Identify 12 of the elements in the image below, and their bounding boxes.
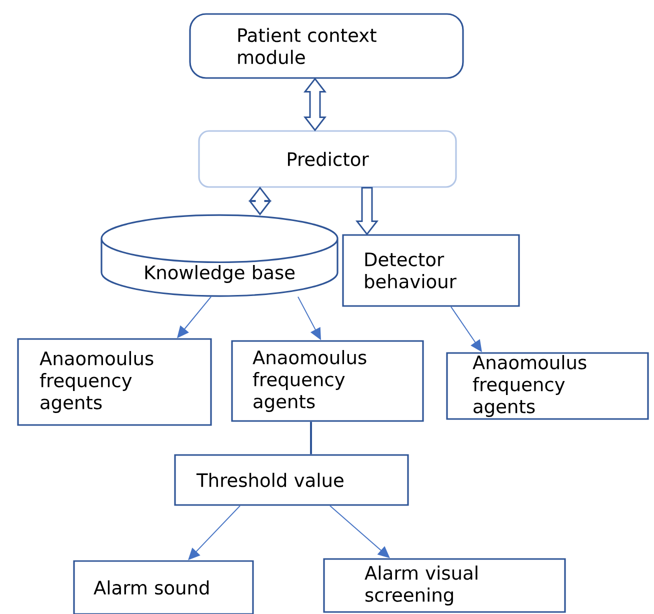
process-box: Anaomoulus frequency agents [446,352,649,420]
process-box: Threshold value [174,454,409,506]
database-cylinder: Knowledge base [100,214,338,297]
process-box: Alarm visual screening [323,558,566,613]
rounded-box: Predictor [198,130,457,188]
process-box: Anaomoulus frequency agents [231,340,424,422]
connector-line [310,422,312,454]
process-box: Alarm sound [73,560,254,614]
rounded-box: Patient context module [189,13,464,79]
process-box: Detector behaviour [342,234,520,307]
process-box: Anaomoulus frequency agents [17,338,212,426]
block-arrow [355,187,379,236]
